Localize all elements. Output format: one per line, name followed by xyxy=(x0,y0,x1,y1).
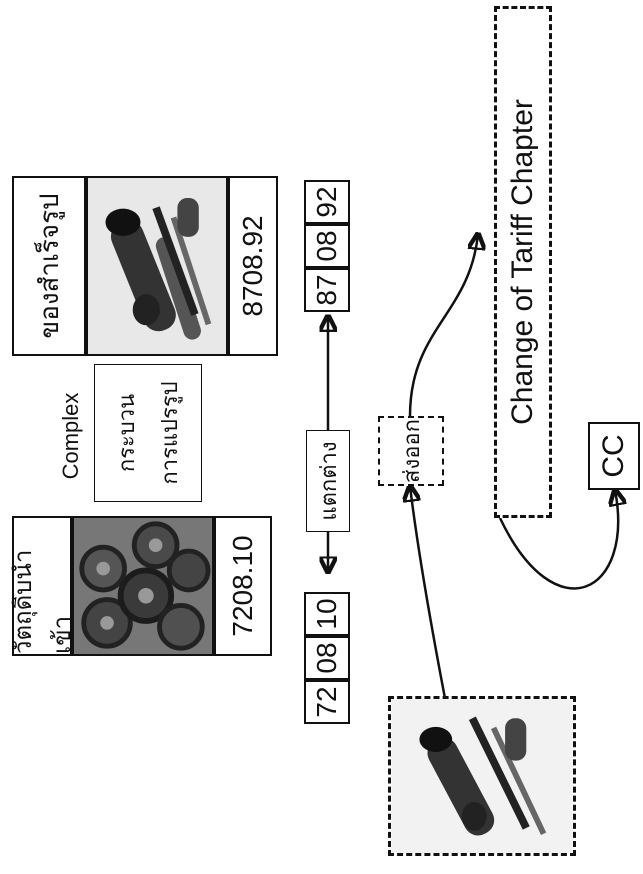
export-label: ส่งออก xyxy=(398,419,424,483)
raw-material-code: 7208.10 xyxy=(227,535,258,637)
finished-good-title-box: ของสำเร็จรูป xyxy=(12,176,86,356)
tariff-left-digit-1: 72 xyxy=(304,680,350,724)
finished-good-photo xyxy=(86,176,228,356)
different-label: แตกต่าง xyxy=(315,441,341,521)
process-line-2: การแปรรูป xyxy=(157,381,182,485)
raw-material-photo xyxy=(72,516,214,656)
different-box: แตกต่าง xyxy=(306,430,350,532)
export-box: ส่งออก xyxy=(378,416,444,486)
raw-material-title: วัตถุดิบนำเข้า xyxy=(10,549,76,654)
exhaust-pipe-photo-icon xyxy=(391,699,573,853)
export-to-rule-arrow xyxy=(408,234,478,417)
rule-to-cc-arrow xyxy=(498,490,618,590)
tariff-left-digit-3: 10 xyxy=(304,592,350,636)
cc-box: CC xyxy=(588,422,640,490)
export-arrow xyxy=(410,486,450,715)
process-line-1: กระบวน xyxy=(114,393,139,473)
tariff-rule-box: Change of Tariff Chapter xyxy=(494,6,552,518)
raw-material-code-box: 7208.10 xyxy=(214,516,272,656)
process-complex-label: Complex xyxy=(58,392,83,480)
tariff-left-digit-2: 08 xyxy=(304,636,350,680)
export-photo xyxy=(388,696,576,856)
cc-label: CC xyxy=(597,434,630,478)
exhaust-pipe-photo-icon xyxy=(88,178,226,354)
raw-material-title-box: วัตถุดิบนำเข้า xyxy=(10,516,76,656)
tariff-right-digit-2: 08 xyxy=(304,224,350,268)
tariff-right-digit-3: 92 xyxy=(304,180,350,224)
tariff-right-digit-1: 87 xyxy=(304,268,350,312)
steel-coils-photo-icon xyxy=(74,518,212,654)
process-box: กระบวน การแปรรูป xyxy=(94,364,202,502)
finished-good-code: 8708.92 xyxy=(237,215,268,317)
finished-good-code-box: 8708.92 xyxy=(228,176,278,356)
finished-good-title: ของสำเร็จรูป xyxy=(33,193,64,339)
tariff-rule-label: Change of Tariff Chapter xyxy=(506,99,539,425)
